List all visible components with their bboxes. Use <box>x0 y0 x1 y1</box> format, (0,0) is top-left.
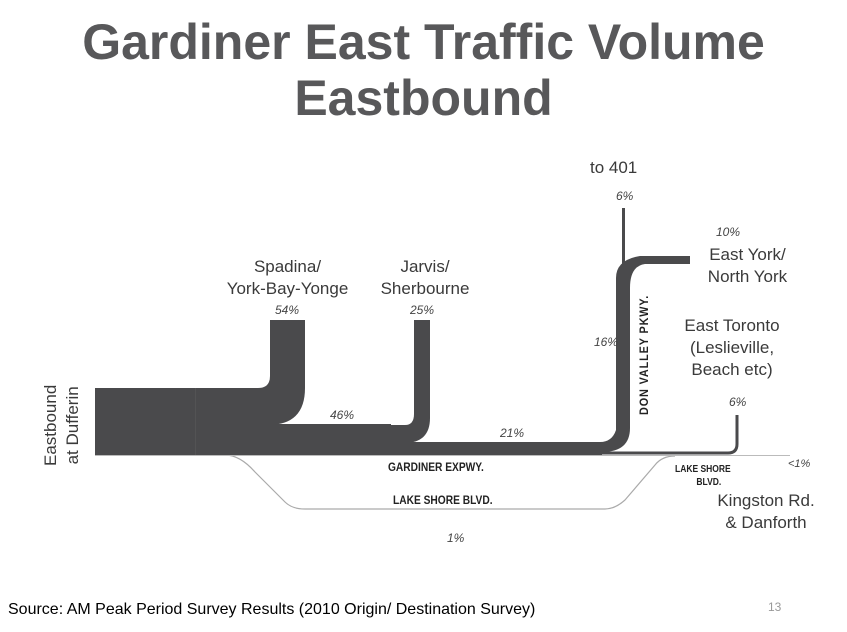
jarvis-pct: 25% <box>410 303 435 317</box>
jarvis-flow <box>390 320 430 443</box>
eastyork-pct: 10% <box>716 225 741 239</box>
label-line: (Leslieville, <box>689 338 775 357</box>
label-line: & Danforth <box>725 513 807 532</box>
spadina-flow <box>195 320 305 425</box>
flow-46 <box>195 424 391 455</box>
easttoronto-label: East Toronto (Leslieville, Beach etc) <box>672 315 792 381</box>
label-line: Spadina/ <box>253 257 322 276</box>
kingston-label: Kingston Rd. & Danforth <box>706 490 826 534</box>
origin-label-line: Eastbound <box>41 384 60 466</box>
label-line: Sherbourne <box>380 279 470 298</box>
lakeshore-outline <box>224 454 676 510</box>
label-line: East York/ <box>709 245 786 264</box>
to401-pct: 6% <box>616 189 634 203</box>
eastyork-label: East York/ North York <box>695 244 800 288</box>
flow-21 <box>390 442 602 455</box>
flow-21-pct: 21% <box>500 426 525 440</box>
origin-label-line: at Dufferin <box>63 386 82 465</box>
flow-46-pct: 46% <box>330 408 355 422</box>
lakeshore-small-label: LAKE SHORE BLVD. <box>675 463 731 489</box>
jarvis-label: Jarvis/ Sherbourne <box>370 256 480 300</box>
lakeshore-road-label: LAKE SHORE BLVD. <box>393 493 493 507</box>
to401-label: to 401 <box>590 158 638 177</box>
easttoronto-pct: 6% <box>729 395 747 409</box>
origin-label: Eastbound at Dufferin <box>40 385 84 466</box>
label-line: East Toronto <box>684 316 780 335</box>
page-number: 13 <box>768 600 782 614</box>
title-line-1: Gardiner East Traffic Volume <box>82 14 765 70</box>
lakeshore-pct: 1% <box>447 531 465 545</box>
label-line: York-Bay-Yonge <box>226 279 349 298</box>
spadina-pct: 54% <box>275 303 300 317</box>
label-line: Kingston Rd. <box>717 491 815 510</box>
label-line: LAKE SHORE <box>675 464 731 475</box>
origin-block <box>95 388 196 455</box>
spadina-label: Spadina/ York-Bay-Yonge <box>215 256 360 300</box>
dvp-pct: 16% <box>594 335 619 349</box>
source-note: Source: AM Peak Period Survey Results (2… <box>8 601 536 618</box>
label-line: BLVD. <box>696 477 722 488</box>
dvp-road-label: DON VALLEY PKWY. <box>637 294 651 415</box>
kingston-pct: <1% <box>788 458 811 470</box>
gardiner-road-label: GARDINER EXPWY. <box>388 460 484 474</box>
east-toronto-flow <box>600 415 739 455</box>
label-line: Jarvis/ <box>400 257 450 276</box>
title-line-2: Eastbound <box>294 70 553 126</box>
label-line: North York <box>707 267 788 286</box>
label-line: Beach etc) <box>691 360 773 379</box>
